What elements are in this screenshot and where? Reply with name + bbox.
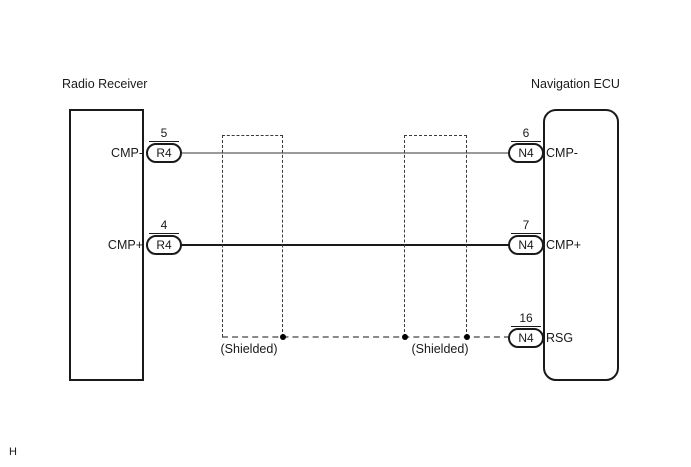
shield-label: (Shielded) [220, 342, 278, 356]
pin-number: 6 [511, 127, 541, 142]
connector-pin-oval: N4 [508, 328, 544, 348]
navigation-ecu-box [543, 109, 619, 381]
page-marker: H [9, 446, 17, 458]
signal-label: CMP+ [546, 238, 582, 252]
pin-number: 7 [511, 219, 541, 234]
connector-pin-oval: N4 [508, 143, 544, 163]
navigation-ecu-title: Navigation ECU [531, 77, 620, 91]
wire-cmp-plus [180, 244, 510, 246]
shield-box-right [404, 135, 467, 337]
shield-junction-dot [464, 334, 470, 340]
radio-receiver-title: Radio Receiver [62, 77, 148, 91]
signal-label: CMP- [546, 146, 578, 160]
radio-receiver-box [69, 109, 144, 381]
shield-junction-dot [402, 334, 408, 340]
shield-box-left [222, 135, 283, 337]
connector-pin-oval: R4 [146, 143, 182, 163]
signal-label: CMP- [111, 146, 143, 160]
signal-label: RSG [546, 331, 574, 345]
pin-number: 4 [149, 219, 179, 234]
connector-pin-oval: N4 [508, 235, 544, 255]
shield-junction-dot [280, 334, 286, 340]
signal-label: CMP+ [107, 238, 143, 252]
pin-number: 5 [149, 127, 179, 142]
wire-shield-ground [222, 336, 510, 338]
shield-label: (Shielded) [411, 342, 469, 356]
pin-number: 16 [511, 312, 541, 327]
wire-cmp-minus [180, 152, 510, 154]
connector-pin-oval: R4 [146, 235, 182, 255]
